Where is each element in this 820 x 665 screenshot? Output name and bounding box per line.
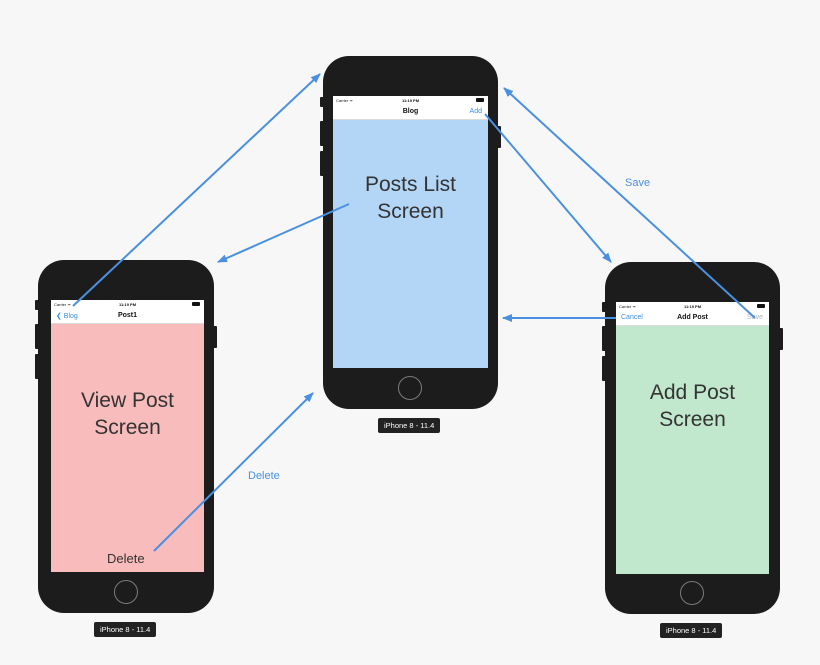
back-button[interactable]: ❮ Blog (56, 313, 78, 320)
screen-title: Posts List Screen (333, 171, 488, 225)
screen-title-line: Screen (659, 408, 726, 431)
arrow-back-to-list (72, 73, 321, 307)
cancel-button[interactable]: Cancel (621, 314, 643, 321)
home-button (680, 581, 704, 605)
screen-title-line: Posts List (364, 173, 457, 196)
battery-icon (757, 304, 765, 308)
screen-title-line: Add Post (649, 381, 736, 404)
arrow-save-to-list (503, 87, 756, 319)
save-segue-label: Save (625, 177, 651, 189)
screen-title-line: Screen (377, 200, 444, 223)
phone-side-button (602, 302, 606, 312)
posts-list-screen: Carrier ᯤ 11:19 PM Blog Add Posts List S… (333, 96, 488, 368)
nav-title: Post1 (117, 312, 138, 319)
add-post-screen: Carrier ᯤ 11:19 PM Cancel Add Post Save … (616, 302, 769, 574)
arrow-add-to-addpost (484, 113, 612, 263)
screen-title: Add Post Screen (616, 379, 769, 433)
add-button[interactable]: Add (469, 108, 482, 115)
phone-side-button (35, 354, 39, 379)
phone-side-button (497, 126, 501, 148)
phone-side-button (320, 151, 324, 176)
delete-button[interactable]: Delete (107, 551, 145, 566)
carrier-text: Carrier ᯤ (336, 98, 353, 103)
device-label: iPhone 8 - 11.4 (94, 622, 157, 637)
home-button (114, 580, 138, 604)
status-time: 11:19 PM (118, 302, 137, 307)
status-bar: Carrier ᯤ 11:19 PM (616, 302, 769, 311)
navigation-bar: Blog Add (333, 105, 488, 120)
screen-title-line: View Post (81, 389, 174, 412)
battery-icon (476, 98, 484, 102)
home-button (398, 376, 422, 400)
phone-side-button (602, 356, 606, 381)
status-bar: Carrier ᯤ 11:19 PM (51, 300, 204, 309)
phone-side-button (213, 326, 217, 348)
delete-segue-label: Delete (248, 470, 280, 482)
status-time: 11:19 PM (401, 98, 420, 103)
screen-title: View Post Screen (51, 387, 204, 441)
arrow-delete-to-list (153, 392, 314, 552)
battery-icon (192, 302, 200, 306)
carrier-text: Carrier ᯤ (54, 302, 71, 307)
phone-side-button (320, 121, 324, 146)
phone-side-button (35, 324, 39, 349)
arrow-list-to-view (217, 203, 350, 263)
device-label: iPhone 8 - 11.4 (660, 623, 723, 638)
nav-title: Blog (402, 108, 419, 115)
device-label: iPhone 8 - 11.4 (378, 418, 441, 433)
status-bar: Carrier ᯤ 11:19 PM (333, 96, 488, 105)
phone-side-button (602, 326, 606, 351)
phone-side-button (779, 328, 783, 350)
phone-side-button (35, 300, 39, 310)
screen-title-line: Screen (94, 416, 161, 439)
navigation-bar: ❮ Blog Post1 (51, 309, 204, 324)
nav-title: Add Post (677, 314, 708, 321)
status-time: 11:19 PM (683, 304, 702, 309)
carrier-text: Carrier ᯤ (619, 304, 636, 309)
phone-side-button (320, 97, 324, 107)
